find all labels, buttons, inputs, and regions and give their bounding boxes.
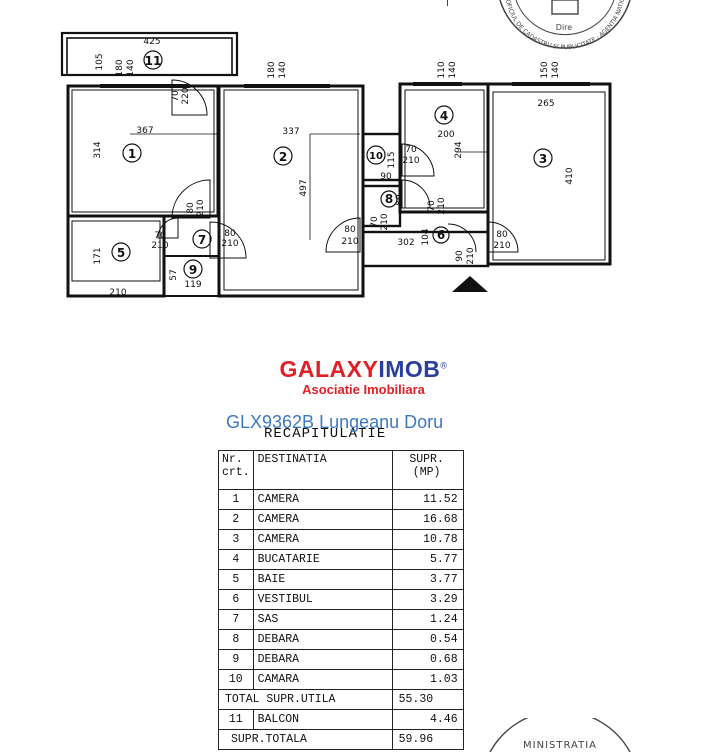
room-number-9: 9	[189, 263, 197, 277]
svg-text:210: 210	[493, 241, 510, 251]
svg-text:70: 70	[405, 145, 417, 155]
stamp-top-label: Dire	[556, 23, 572, 32]
dim-balcony-width: 425	[143, 37, 160, 47]
floor-plan: 11 1 2 3 4 5 7 9 8 10 6 425 105 180 140 …	[60, 31, 612, 298]
dim-r3-width: 265	[537, 99, 554, 109]
room-number-1: 1	[128, 147, 136, 161]
dim-r4-width: 200	[437, 130, 454, 140]
svg-text:180: 180	[115, 59, 125, 76]
total-useful-label: TOTAL SUPR.UTILA	[218, 689, 393, 710]
dim-r2-width: 337	[282, 127, 299, 137]
svg-text:80: 80	[496, 230, 508, 240]
svg-text:210: 210	[341, 237, 358, 247]
room-2-outline	[217, 84, 365, 298]
listing-id: GLX9362B Lungeanu Doru	[226, 412, 444, 432]
dim-r6-width: 302	[397, 238, 414, 248]
room-number-3: 3	[539, 152, 547, 166]
cadastre-stamp-top: Dire OFICIUL DE CADASTRU SI PUBLICITATE …	[490, 0, 631, 51]
dim-r1-height: 314	[93, 141, 103, 158]
svg-text:119: 119	[184, 280, 201, 290]
svg-text:210: 210	[196, 199, 206, 216]
room-9-outline	[163, 255, 220, 297]
dim-balcony-side: 105	[95, 53, 105, 70]
table-header: Nr. crt. DESTINATIA SUPR. (MP)	[218, 450, 464, 490]
total-useful-value: 55.30	[391, 689, 464, 710]
header-nr: Nr. crt.	[218, 450, 254, 490]
svg-text:210: 210	[151, 241, 168, 251]
svg-text:70: 70	[370, 216, 380, 228]
dim-r3-height: 410	[565, 167, 575, 184]
dim-r1-width: 367	[136, 126, 153, 136]
room-number-6: 6	[437, 228, 445, 242]
svg-text:210: 210	[402, 156, 419, 166]
svg-text:80: 80	[224, 229, 236, 239]
entry-arrow-icon	[452, 276, 488, 292]
svg-text:180: 180	[267, 61, 277, 78]
room-number-7: 7	[198, 233, 206, 247]
svg-text:140: 140	[278, 61, 288, 78]
svg-text:110: 110	[437, 61, 447, 78]
dim-r6-height: 104	[421, 228, 431, 245]
svg-text:90: 90	[380, 172, 392, 182]
total-value: 59.96	[391, 729, 464, 750]
room-number-10: 10	[369, 151, 383, 162]
svg-text:70: 70	[154, 231, 166, 241]
stamp-bottom-text: MINISTRATIA	[523, 740, 597, 751]
svg-text:220: 220	[181, 87, 191, 104]
svg-text:57: 57	[169, 269, 179, 280]
room-number-5: 5	[117, 246, 125, 260]
total-label: SUPR.TOTALA	[218, 729, 393, 750]
svg-text:150: 150	[540, 61, 550, 78]
room-10-outline	[361, 132, 402, 182]
administration-stamp-bottom: MINISTRATIA	[489, 718, 631, 752]
svg-text:210: 210	[466, 247, 476, 264]
dim-r2-height: 497	[299, 179, 309, 196]
svg-text:80: 80	[344, 225, 356, 235]
room-8-outline	[361, 184, 402, 228]
room-number-2: 2	[279, 150, 287, 164]
svg-text:210: 210	[380, 213, 390, 230]
svg-text:210: 210	[109, 288, 126, 298]
room-1-outline	[66, 84, 220, 218]
dim-r5-height: 171	[93, 247, 103, 264]
svg-text:115: 115	[387, 151, 397, 168]
table-row: 11 BALCON 4.46	[218, 709, 464, 730]
galaxyimob-logo: GALAXYIMOB®	[279, 356, 448, 382]
total-useful-row: TOTAL SUPR.UTILA 55.30	[218, 689, 464, 710]
svg-text:140: 140	[551, 61, 561, 78]
svg-text:80: 80	[395, 194, 405, 206]
svg-text:90: 90	[455, 250, 465, 262]
total-row: SUPR.TOTALA 59.96	[218, 729, 464, 750]
recap-title: RECAPITULATIE	[264, 426, 387, 442]
svg-text:80: 80	[186, 202, 196, 214]
svg-text:140: 140	[448, 61, 458, 78]
dim-r4-height: 294	[454, 141, 464, 158]
header-destination: DESTINATIA	[252, 450, 393, 490]
svg-text:70: 70	[171, 90, 181, 102]
svg-text:140: 140	[126, 59, 136, 76]
room-number-4: 4	[440, 109, 448, 123]
svg-text:70: 70	[427, 200, 437, 212]
svg-text:210: 210	[221, 239, 238, 249]
svg-text:210: 210	[437, 197, 447, 214]
logo-subtitle: Asociatie Imobiliara	[302, 382, 425, 397]
room-number-8: 8	[385, 192, 393, 206]
room-number-11: 11	[145, 54, 162, 68]
header-area: SUPR. (MP)	[391, 450, 464, 490]
